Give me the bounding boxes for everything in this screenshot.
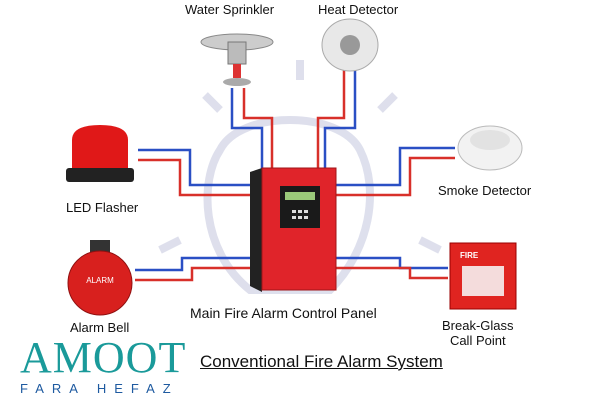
bell-text: ALARM bbox=[86, 276, 114, 285]
label-smoke-detector: Smoke Detector bbox=[438, 183, 532, 198]
bulb-watermark bbox=[158, 60, 442, 294]
wire-sprinkler-blue bbox=[230, 88, 264, 172]
wire-sprinkler-red bbox=[242, 88, 274, 172]
control-panel bbox=[250, 167, 337, 292]
label-heat-detector: Heat Detector bbox=[318, 2, 399, 17]
wire-smoke-red bbox=[336, 156, 455, 197]
label-break-glass-line1: Break-Glass bbox=[442, 318, 514, 333]
logo-sub: FARA HEFAZ bbox=[20, 381, 179, 396]
wire-led-blue bbox=[138, 148, 252, 187]
label-led-flasher: LED Flasher bbox=[66, 200, 139, 215]
wire-callpoint-red bbox=[336, 266, 448, 280]
logo-main: AMOOT bbox=[20, 333, 187, 382]
wires bbox=[135, 70, 455, 282]
wire-bell-blue bbox=[135, 256, 252, 272]
wire-bell-red bbox=[135, 266, 252, 282]
alarm-bell-icon: ALARM bbox=[67, 240, 133, 316]
heat-detector-icon bbox=[321, 18, 379, 72]
break-glass-call-point-icon: FIRE bbox=[449, 242, 517, 310]
callpoint-text: FIRE bbox=[460, 251, 479, 260]
water-sprinkler-icon bbox=[200, 33, 274, 86]
label-water-sprinkler: Water Sprinkler bbox=[185, 2, 275, 17]
label-control-panel: Main Fire Alarm Control Panel bbox=[190, 305, 377, 321]
led-flasher-icon bbox=[66, 125, 134, 182]
label-alarm-bell: Alarm Bell bbox=[70, 320, 130, 335]
diagram-title: Conventional Fire Alarm System bbox=[200, 352, 443, 371]
wire-callpoint-blue bbox=[336, 256, 448, 270]
label-break-glass-line2: Call Point bbox=[449, 333, 506, 348]
smoke-detector-icon bbox=[457, 125, 523, 171]
wire-heat-red bbox=[316, 70, 346, 172]
wire-heat-blue bbox=[323, 70, 357, 172]
wire-smoke-blue bbox=[336, 146, 455, 187]
label-break-glass: Break-Glass Call Point bbox=[442, 318, 514, 348]
wire-led-red bbox=[138, 158, 252, 197]
